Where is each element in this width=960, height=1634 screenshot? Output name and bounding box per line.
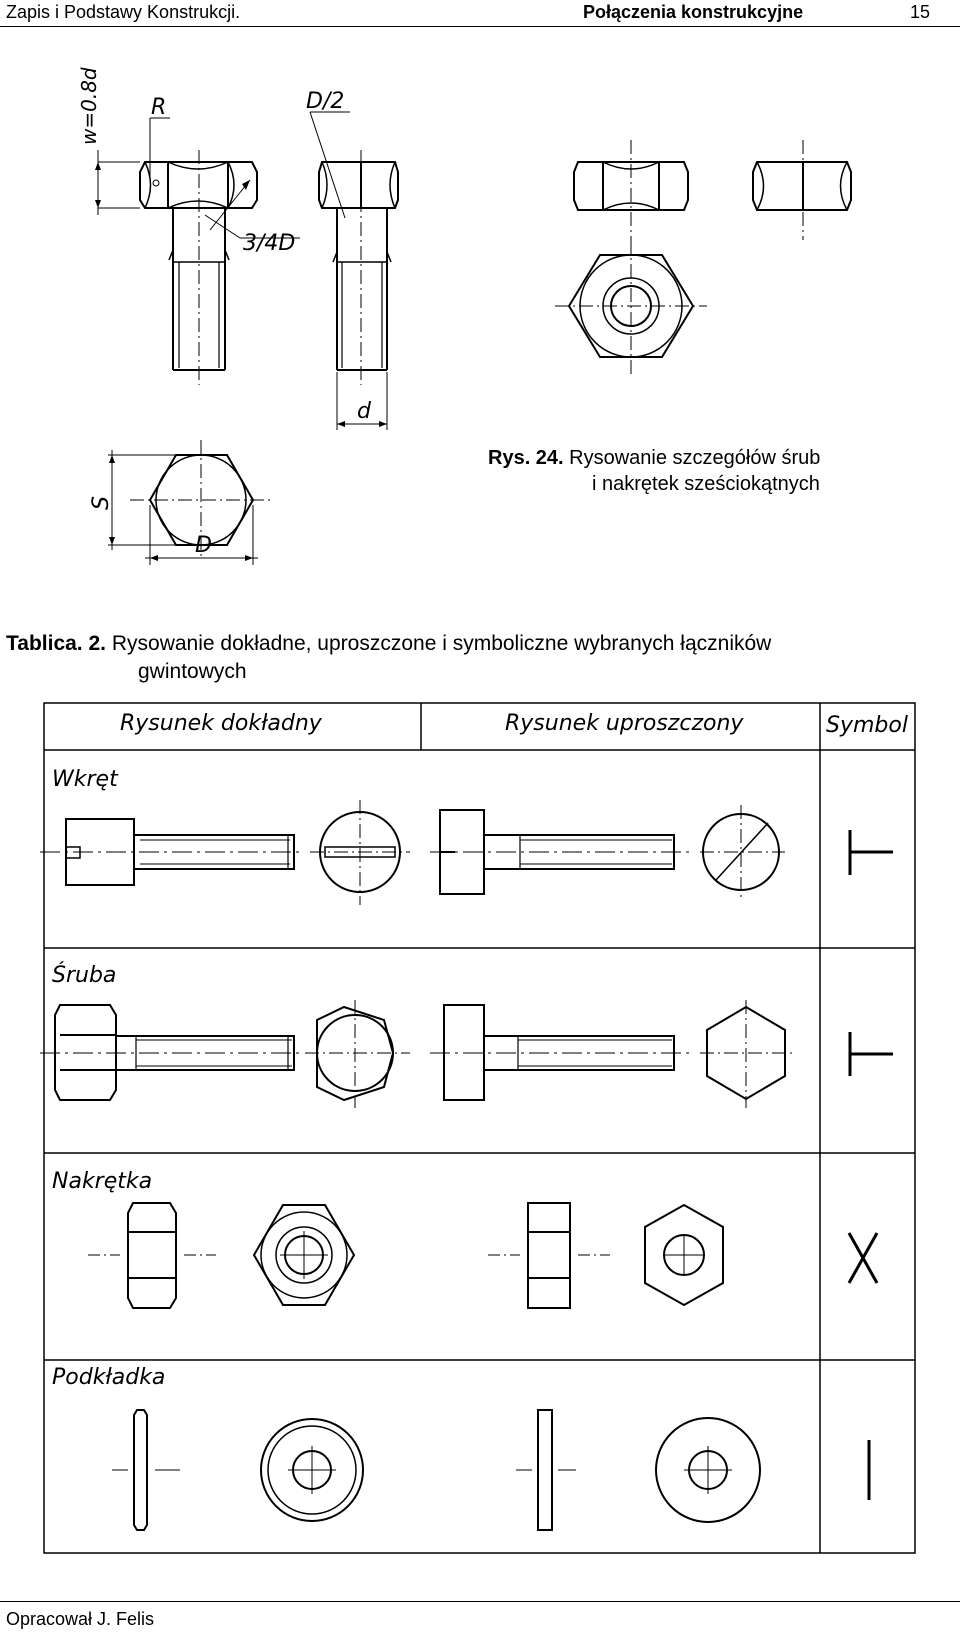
nut-top-view [555, 240, 707, 375]
table-caption-line1: Rysowanie dokładne, uproszczone i symbol… [111, 632, 772, 655]
figure-caption-line2: i nakrętek sześciokątnych [592, 473, 820, 495]
label-w: w=0.8d [77, 67, 101, 145]
washer-simplified-drawing [516, 1409, 761, 1531]
hex-head-top-view: S D [89, 440, 272, 565]
screw-simplified-drawing [430, 805, 785, 900]
column-header-detailed: Rysunek dokładny [120, 711, 323, 736]
label-r: R [151, 95, 166, 120]
footer-author: Opracował J. Felis [6, 1609, 155, 1629]
label-s: S [89, 496, 114, 510]
bolt-symbol [848, 1032, 893, 1076]
row-label-nut: Nakrętka [52, 1169, 152, 1194]
washer-detailed-drawing [112, 1409, 364, 1531]
header-document-title: Zapis i Podstawy Konstrukcji. [6, 2, 241, 22]
label-three-quarter-d: 3/4D [243, 231, 295, 256]
bolt-detail-drawing: w=0.8d R 3/4D [77, 67, 300, 385]
figure-caption-line1: Rysowanie szczegółów śrub [569, 447, 821, 469]
screw-detailed-drawing [40, 800, 410, 905]
nut-side-views [573, 140, 852, 240]
label-d-half: D/2 [306, 89, 344, 114]
label-d-small: d [357, 399, 372, 424]
row-label-screw: Wkręt [52, 767, 119, 792]
nut-symbol [847, 1232, 879, 1284]
page-header: Zapis i Podstawy Konstrukcji. Połączenia… [0, 0, 960, 26]
page-number: 15 [910, 2, 931, 22]
row-label-bolt: Śruba [52, 962, 116, 988]
nut-simplified-drawing [488, 1202, 724, 1309]
figure-bolt-nut-details: w=0.8d R 3/4D D/2 d [77, 67, 852, 565]
figure-caption: Rys. 24. Rysowanie szczegółów śrub [488, 447, 820, 470]
column-header-symbol: Symbol [826, 713, 908, 738]
footer-rule [0, 1601, 960, 1602]
figure-number: Rys. 24. [488, 447, 564, 469]
row-label-washer: Podkładka [52, 1365, 165, 1390]
table-number: Tablica. 2. [6, 632, 106, 655]
fastener-drawing-table: Rysunek dokładny Rysunek uproszczony Sym… [40, 702, 916, 1554]
table-caption-line2: gwintowych [138, 660, 247, 683]
bolt-simplified-drawing [430, 1000, 792, 1108]
bolt-dimension-drawing: D/2 d [306, 89, 399, 430]
column-header-simplified: Rysunek uproszczony [505, 711, 744, 736]
nut-detailed-drawing [88, 1202, 356, 1309]
screw-symbol [848, 830, 893, 875]
bolt-detailed-drawing [40, 1000, 410, 1108]
label-d-big: D [195, 533, 212, 558]
header-rule [0, 26, 960, 27]
table-caption: Tablica. 2. Rysowanie dokładne, uproszcz… [6, 632, 771, 656]
header-section-title: Połączenia konstrukcyjne [583, 2, 804, 22]
